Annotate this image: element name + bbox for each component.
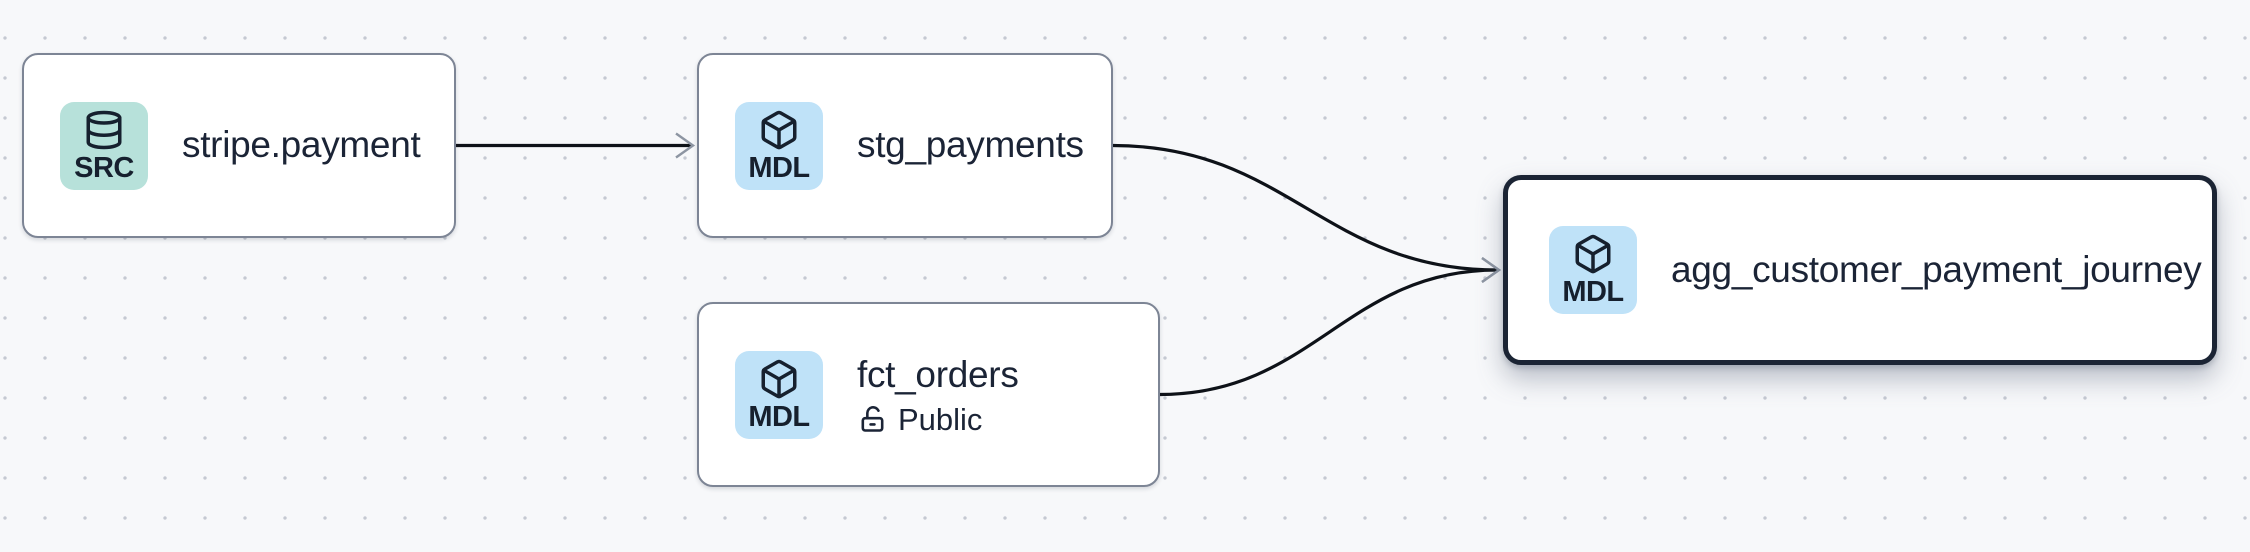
graph-node-fct-orders[interactable]: MDL fct_orders Public [697, 302, 1160, 487]
node-type-badge: MDL [735, 350, 823, 439]
node-labels: agg_customer_payment_journey [1671, 249, 2202, 292]
edge-arrowhead-icon [1481, 257, 1502, 283]
box-icon [758, 358, 800, 400]
database-icon [83, 109, 125, 151]
box-icon [1572, 233, 1614, 275]
graph-node-stripe-payment[interactable]: SRC stripe.payment [22, 53, 456, 238]
node-visibility: Public [857, 404, 1019, 435]
node-type-badge: MDL [1549, 226, 1637, 314]
lock-open-icon [857, 404, 888, 435]
node-title: stripe.payment [182, 124, 421, 166]
node-title: stg_payments [857, 124, 1084, 166]
box-icon [758, 109, 800, 151]
node-title: fct_orders [857, 354, 1019, 396]
node-labels: stg_payments [857, 124, 1084, 167]
node-type-label: SRC [74, 151, 134, 184]
node-labels: stripe.payment [182, 124, 421, 167]
graph-node-agg-customer-payment-journey[interactable]: MDL agg_customer_payment_journey [1503, 175, 2217, 365]
edge-fct-orders-to-agg-customer-payment-journey [1159, 268, 1498, 397]
edge-stg-payments-to-agg-customer-payment-journey [1112, 143, 1498, 272]
node-title: agg_customer_payment_journey [1671, 248, 2202, 290]
graph-node-stg-payments[interactable]: MDL stg_payments [697, 53, 1113, 238]
edge-arrowhead-icon [1481, 257, 1502, 283]
edge-arrowhead-icon [675, 132, 696, 159]
node-type-label: MDL [1562, 276, 1624, 308]
node-type-badge: MDL [735, 101, 823, 190]
visibility-label: Public [898, 401, 983, 437]
node-labels: fct_orders Public [857, 354, 1019, 435]
node-type-badge: SRC [60, 101, 148, 190]
node-type-label: MDL [748, 400, 810, 433]
node-type-label: MDL [748, 151, 810, 184]
